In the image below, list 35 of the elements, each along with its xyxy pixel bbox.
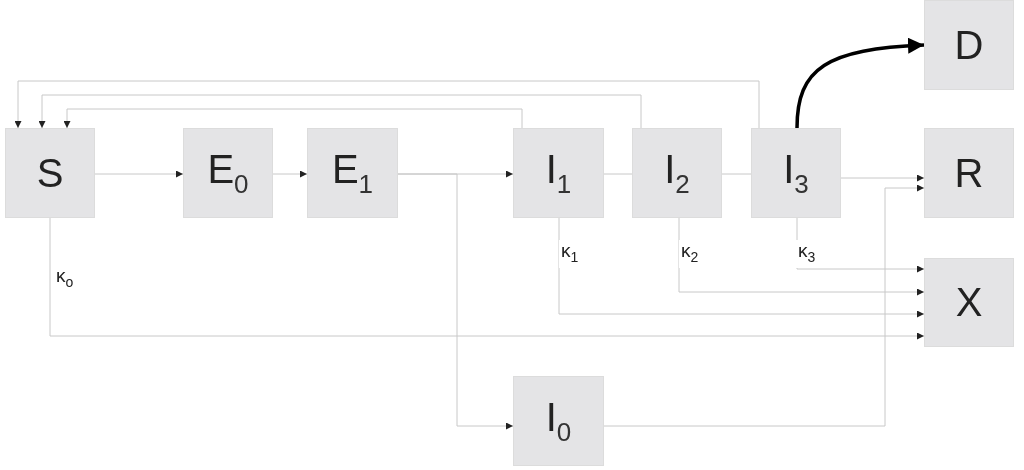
arrow <box>397 173 514 430</box>
state-box <box>513 128 604 218</box>
state-box <box>924 0 1014 90</box>
state-label: I$_{3}$ <box>783 146 809 200</box>
arrow <box>63 108 523 129</box>
state-box <box>307 128 398 218</box>
arrow <box>272 170 308 178</box>
arrow <box>94 170 184 178</box>
state-label: E$_{0}$ <box>207 146 249 200</box>
thick-arrow <box>795 37 925 129</box>
state-box <box>513 376 604 466</box>
state-label: S <box>36 150 64 196</box>
state-box <box>924 128 1014 218</box>
state-box <box>751 128 841 218</box>
arrow <box>14 80 760 129</box>
state-label: R <box>954 150 984 196</box>
arrow <box>603 184 925 427</box>
state-box <box>924 258 1014 347</box>
state-label: I$_{2}$ <box>664 146 690 200</box>
state-label: E$_{1}$ <box>331 146 374 200</box>
edge-label: κ$_{1}$ <box>559 240 581 268</box>
state-label: I$_{0}$ <box>545 394 572 448</box>
state-label: I$_{1}$ <box>545 146 572 200</box>
state-label: X <box>955 280 983 325</box>
arrow <box>840 174 925 182</box>
edge-label: κ$_{2}$ <box>679 240 701 268</box>
state-box <box>5 128 95 218</box>
arrow <box>38 94 642 129</box>
state-box <box>632 128 722 218</box>
state-box <box>183 128 273 218</box>
edge-label: κ$_{3}$ <box>796 240 818 268</box>
arrow <box>49 217 925 340</box>
state-label: D <box>954 22 984 68</box>
arrow <box>678 217 925 296</box>
arrow <box>558 217 925 318</box>
